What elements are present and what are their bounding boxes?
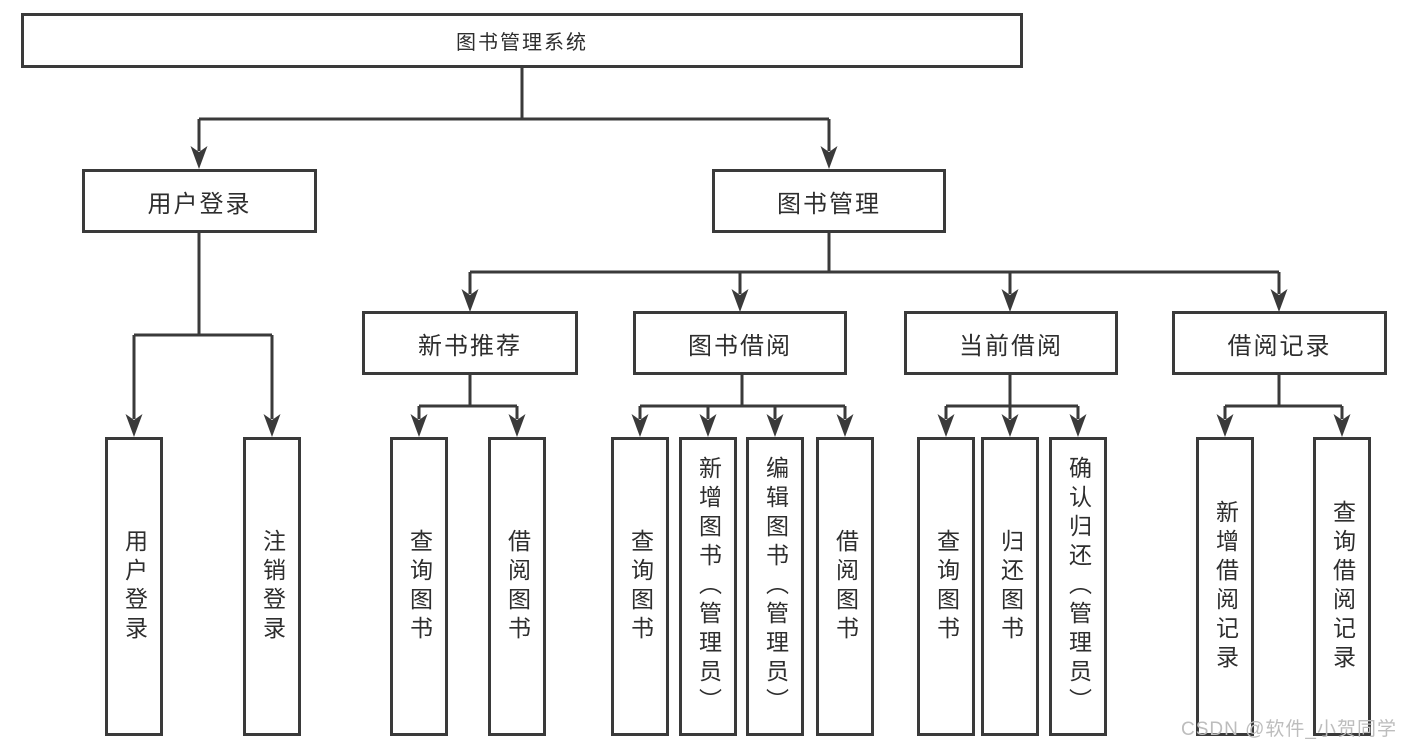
node-new-book-rec: 新书推荐	[362, 311, 578, 375]
connector-current-borrow	[944, 375, 1080, 419]
connector-borrow-records	[1223, 375, 1344, 419]
node-leaf-edit-book: 编辑图书（管理员）	[746, 437, 804, 736]
node-leaf-user-login: 用户登录	[105, 437, 163, 736]
node-current-borrow: 当前借阅	[904, 311, 1118, 375]
connector-book-mgmt	[468, 233, 1281, 294]
connector-user-login	[132, 233, 274, 419]
node-user-login: 用户登录	[82, 169, 317, 233]
connector-book-borrow	[638, 375, 847, 419]
node-leaf-query-record: 查询借阅记录	[1313, 437, 1371, 736]
node-leaf-add-record: 新增借阅记录	[1196, 437, 1254, 736]
node-borrow-records: 借阅记录	[1172, 311, 1387, 375]
node-leaf-logout: 注销登录	[243, 437, 301, 736]
node-book-mgmt: 图书管理	[712, 169, 946, 233]
csdn-watermark: CSDN @软件_小贺同学	[1181, 719, 1397, 740]
node-leaf-query-book-1: 查询图书	[390, 437, 448, 736]
node-leaf-query-book-2: 查询图书	[611, 437, 669, 736]
node-leaf-borrow-book-2: 借阅图书	[816, 437, 874, 736]
node-leaf-query-book-3: 查询图书	[917, 437, 975, 736]
node-leaf-borrow-book-1: 借阅图书	[488, 437, 546, 736]
node-book-borrow: 图书借阅	[633, 311, 847, 375]
node-leaf-confirm-return: 确认归还（管理员）	[1049, 437, 1107, 736]
node-root: 图书管理系统	[21, 13, 1023, 68]
node-leaf-return-book: 归还图书	[981, 437, 1039, 736]
connector-root	[197, 68, 831, 151]
node-leaf-add-book: 新增图书（管理员）	[679, 437, 737, 736]
connector-new-book-rec	[417, 375, 519, 419]
